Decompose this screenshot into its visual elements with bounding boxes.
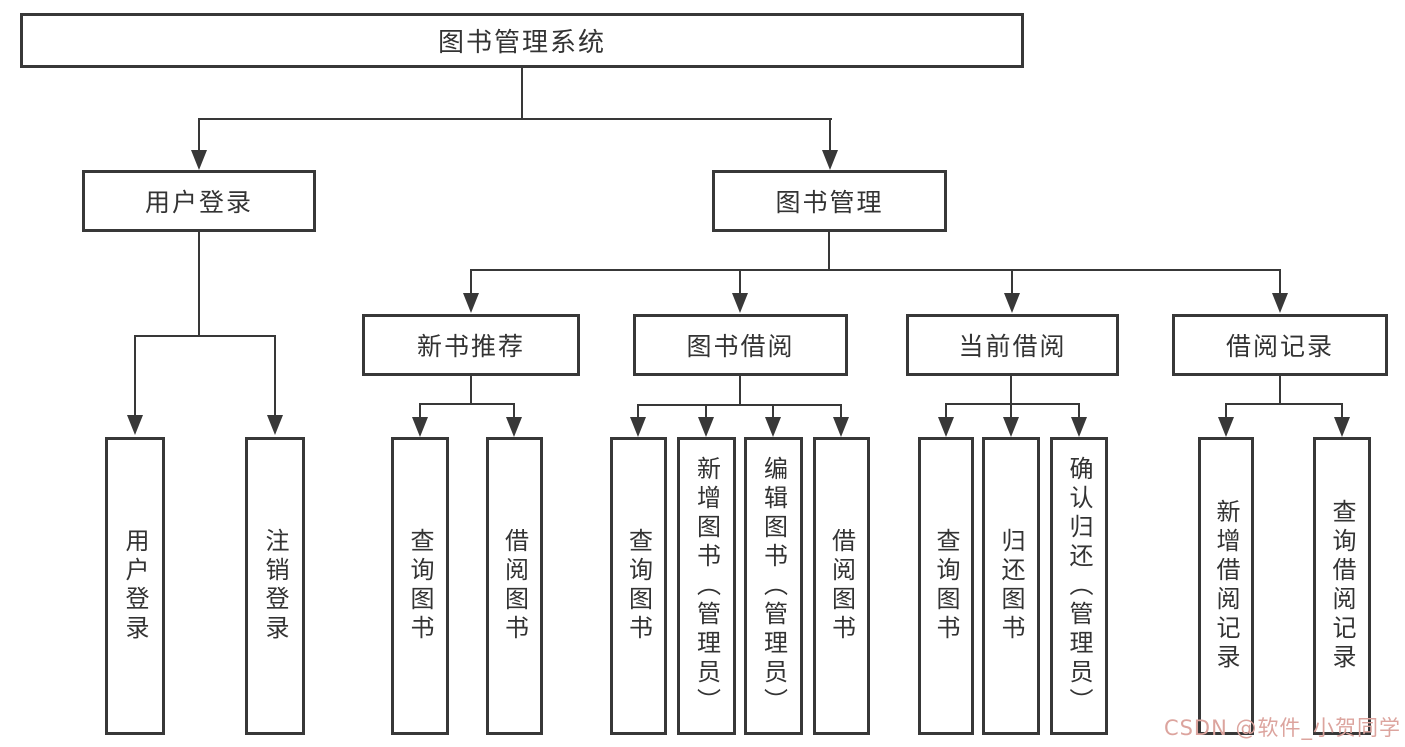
node-borrowing-records: 借阅记录 xyxy=(1172,314,1388,376)
connector-line xyxy=(637,404,842,406)
connector-line xyxy=(513,405,515,417)
connector-line xyxy=(829,120,831,150)
leaf-borrowing-edit-books-admin: 编辑图书（管理员） xyxy=(744,437,803,735)
connector-line xyxy=(1078,405,1080,417)
arrowhead-down-icon xyxy=(938,417,954,437)
connector-line xyxy=(945,405,947,417)
connector-line xyxy=(1225,405,1227,417)
connector-line xyxy=(705,406,707,417)
connector-line xyxy=(772,406,774,417)
connector-line xyxy=(1010,376,1012,405)
csdn-watermark: CSDN @软件_小贺同学 xyxy=(1163,716,1401,740)
node-root: 图书管理系统 xyxy=(20,13,1024,68)
connector-line xyxy=(134,337,136,415)
leaf-borrowing-borrow-books: 借阅图书 xyxy=(813,437,870,735)
arrowhead-down-icon xyxy=(1334,417,1350,437)
arrowhead-down-icon xyxy=(506,417,522,437)
arrowhead-down-icon xyxy=(191,150,207,170)
connector-line xyxy=(637,406,639,417)
arrowhead-down-icon xyxy=(412,417,428,437)
arrowhead-down-icon xyxy=(822,150,838,170)
node-book-management-group: 图书管理 xyxy=(712,170,947,232)
leaf-records-query-borrow-record: 查询借阅记录 xyxy=(1313,437,1371,735)
connector-line xyxy=(840,406,842,417)
leaf-user-login: 用户登录 xyxy=(105,437,165,735)
connector-line xyxy=(739,271,741,293)
connector-line xyxy=(419,403,515,405)
arrowhead-down-icon xyxy=(1003,417,1019,437)
connector-line xyxy=(274,337,276,415)
leaf-current-query-books: 查询图书 xyxy=(918,437,974,735)
leaf-current-confirm-return-admin: 确认归还（管理员） xyxy=(1050,437,1108,735)
arrowhead-down-icon xyxy=(463,293,479,313)
node-book-borrowing: 图书借阅 xyxy=(633,314,848,376)
leaf-records-add-borrow-record: 新增借阅记录 xyxy=(1198,437,1254,735)
arrowhead-down-icon xyxy=(732,293,748,313)
connector-line xyxy=(1011,271,1013,293)
arrowhead-down-icon xyxy=(765,417,781,437)
arrowhead-down-icon xyxy=(1004,293,1020,313)
leaf-borrowing-add-books-admin: 新增图书（管理员） xyxy=(677,437,736,735)
leaf-recommend-borrow-books: 借阅图书 xyxy=(486,437,543,735)
leaf-logout: 注销登录 xyxy=(245,437,305,735)
arrowhead-down-icon xyxy=(1071,417,1087,437)
connector-line xyxy=(1010,405,1012,417)
arrowhead-down-icon xyxy=(630,417,646,437)
connector-line xyxy=(470,271,472,293)
arrowhead-down-icon xyxy=(267,415,283,435)
arrowhead-down-icon xyxy=(698,417,714,437)
connector-line xyxy=(1279,376,1281,405)
node-current-borrowing: 当前借阅 xyxy=(906,314,1119,376)
connector-line xyxy=(198,232,200,337)
connector-line xyxy=(1225,403,1343,405)
connector-line xyxy=(198,120,200,150)
connector-line xyxy=(739,376,741,406)
connector-line xyxy=(134,335,276,337)
node-new-book-recommend: 新书推荐 xyxy=(362,314,580,376)
leaf-recommend-query-books: 查询图书 xyxy=(391,437,449,735)
leaf-borrowing-query-books: 查询图书 xyxy=(610,437,667,735)
connector-line xyxy=(198,118,832,120)
connector-line xyxy=(470,376,472,405)
arrowhead-down-icon xyxy=(1272,293,1288,313)
connector-line xyxy=(1341,405,1343,417)
connector-line xyxy=(945,403,1080,405)
connector-line xyxy=(1279,271,1281,293)
connector-line xyxy=(419,405,421,417)
connector-line xyxy=(521,68,523,120)
arrowhead-down-icon xyxy=(1218,417,1234,437)
arrowhead-down-icon xyxy=(833,417,849,437)
connector-line xyxy=(470,269,1281,271)
arrowhead-down-icon xyxy=(127,415,143,435)
node-user-login-group: 用户登录 xyxy=(82,170,316,232)
leaf-current-return-books: 归还图书 xyxy=(982,437,1040,735)
connector-line xyxy=(828,232,830,271)
